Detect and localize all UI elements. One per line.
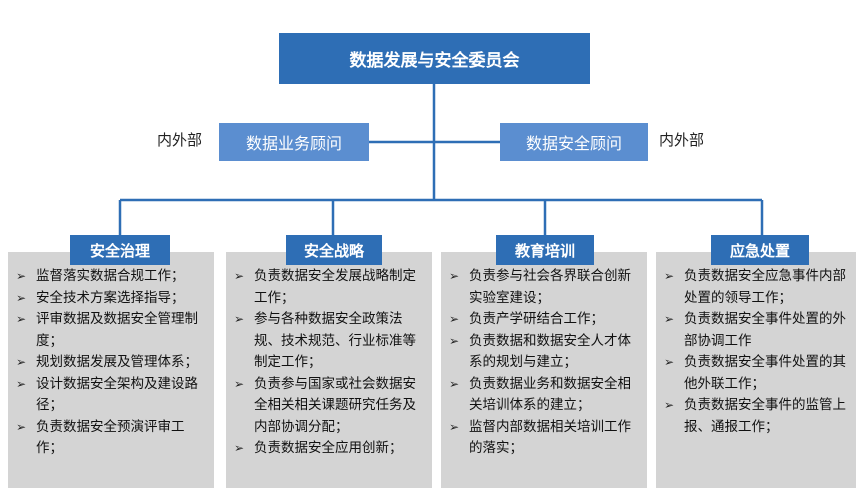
governance-item-list: ➢监督落实数据合规工作； ➢安全技术方案选择指导； ➢评审数据及数据安全管理制度…	[14, 266, 210, 460]
category-title: 教育培训	[514, 241, 575, 260]
arrow-bullet-icon: ➢	[16, 312, 27, 326]
arrow-bullet-icon: ➢	[449, 376, 460, 391]
advisor-label-security: 数据安全顾问	[525, 134, 622, 153]
training-item-list: ➢负责参与社会各界联合创新实验室建设； ➢负责产学研结合工作； ➢负责数据和数据…	[447, 266, 643, 460]
list-item: ➢安全技术方案选择指导；	[14, 288, 210, 310]
category-title: 应急处置	[729, 241, 790, 260]
list-item: ➢负责参与国家或社会数据安全相关相关课题研究任务及内部协调分配；	[234, 375, 416, 435]
advisor-label-business: 数据业务顾问	[245, 134, 342, 153]
list-item: ➢负责参与社会各界联合创新实验室建设；	[449, 268, 631, 306]
list-item: ➢负责数据和数据安全人才体系的规划与建立；	[449, 332, 631, 371]
column-strategy: ➢负责数据安全发展战略制定工作； ➢参与各种数据安全政策法规、技术规范、行业标准…	[226, 252, 432, 488]
emergency-item-list: ➢负责数据安全应急事件内部处置的领导工作； ➢负责数据安全事件处置的外部协调工作…	[662, 266, 852, 438]
list-item: ➢负责数据安全应用创新；	[232, 438, 428, 460]
advisor-box-security: 数据安全顾问	[500, 123, 648, 161]
arrow-bullet-icon: ➢	[234, 376, 245, 391]
committee-title: 数据发展与安全委员会	[349, 51, 520, 71]
advisor-scope-label-right: 内外部	[659, 131, 705, 149]
list-item: ➢负责数据安全事件处置的其他外联工作；	[664, 354, 846, 392]
arrow-bullet-icon: ➢	[16, 355, 27, 369]
list-item: ➢负责数据安全预演评审工作；	[16, 418, 185, 457]
arrow-bullet-icon: ➢	[449, 333, 460, 348]
category-label-strategy: 安全战略	[286, 235, 382, 265]
committee-box: 数据发展与安全委员会	[279, 33, 590, 84]
arrow-bullet-icon: ➢	[16, 419, 27, 434]
arrow-bullet-icon: ➢	[234, 269, 245, 283]
strategy-item-list: ➢负责数据安全发展战略制定工作； ➢参与各种数据安全政策法规、技术规范、行业标准…	[232, 266, 428, 460]
category-label-governance: 安全治理	[70, 235, 170, 265]
list-item: ➢监督落实数据合规工作；	[14, 266, 210, 288]
list-item: ➢参与各种数据安全政策法规、技术规范、行业标准等制定工作；	[234, 311, 416, 370]
arrow-bullet-icon: ➢	[16, 376, 27, 391]
arrow-bullet-icon: ➢	[449, 419, 460, 434]
arrow-bullet-icon: ➢	[664, 355, 675, 369]
arrow-bullet-icon: ➢	[234, 441, 245, 455]
list-item: ➢负责数据安全发展战略制定工作；	[234, 268, 416, 306]
arrow-bullet-icon: ➢	[449, 269, 460, 283]
column-training: ➢负责参与社会各界联合创新实验室建设； ➢负责产学研结合工作； ➢负责数据和数据…	[441, 252, 647, 488]
list-item: ➢负责产学研结合工作；	[447, 309, 643, 331]
advisor-box-business: 数据业务顾问	[219, 123, 369, 161]
arrow-bullet-icon: ➢	[664, 312, 675, 326]
arrow-bullet-icon: ➢	[16, 290, 27, 305]
arrow-bullet-icon: ➢	[449, 312, 460, 326]
category-label-training: 教育培训	[496, 235, 594, 265]
list-item: ➢规划数据发展及管理体系；	[14, 352, 210, 374]
list-item: ➢负责数据安全事件的监管上报、通报工作；	[664, 397, 846, 435]
list-item: ➢监督内部数据相关培训工作的落实；	[449, 418, 631, 457]
arrow-bullet-icon: ➢	[16, 269, 27, 283]
column-governance: ➢监督落实数据合规工作； ➢安全技术方案选择指导； ➢评审数据及数据安全管理制度…	[8, 252, 214, 488]
arrow-bullet-icon: ➢	[664, 398, 675, 412]
category-title: 安全治理	[89, 241, 150, 260]
arrow-bullet-icon: ➢	[234, 312, 245, 326]
category-title: 安全战略	[303, 241, 364, 260]
category-label-emergency: 应急处置	[711, 235, 809, 265]
advisor-scope-label-left: 内外部	[157, 131, 203, 149]
arrow-bullet-icon: ➢	[664, 269, 675, 283]
list-item: ➢负责数据业务和数据安全相关培训体系的建立；	[449, 375, 631, 414]
column-emergency: ➢负责数据安全应急事件内部处置的领导工作； ➢负责数据安全事件处置的外部协调工作…	[656, 252, 856, 488]
list-item: ➢设计数据安全架构及建设路径；	[16, 375, 198, 414]
list-item: ➢负责数据安全应急事件内部处置的领导工作；	[664, 268, 846, 306]
list-item: ➢评审数据及数据安全管理制度；	[16, 311, 198, 349]
list-item: ➢负责数据安全事件处置的外部协调工作	[664, 311, 846, 349]
